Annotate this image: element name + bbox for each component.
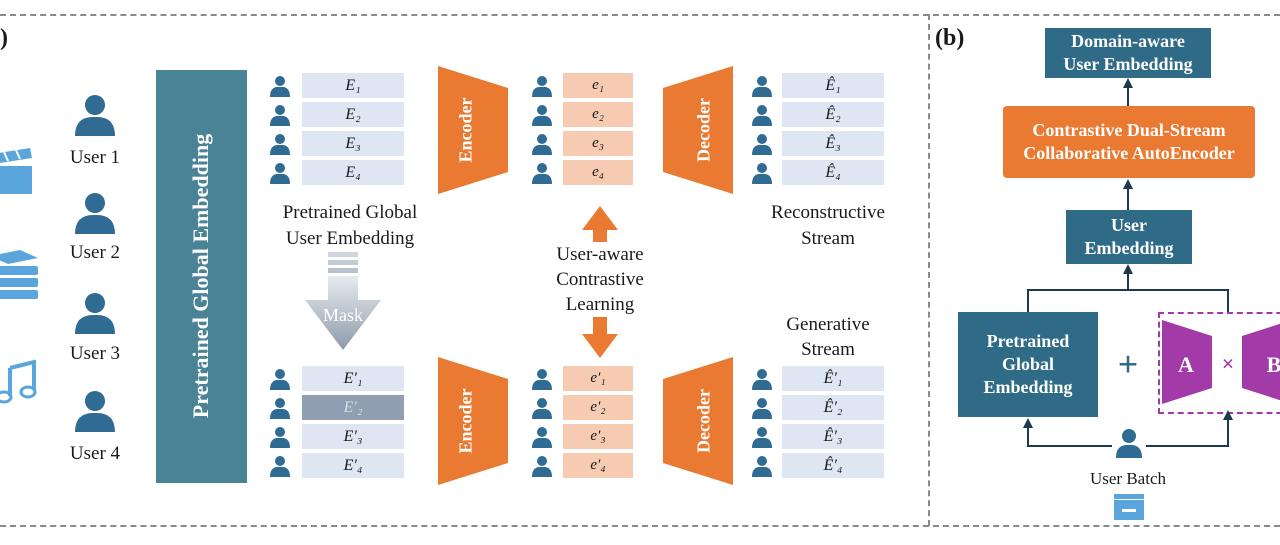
lora-times-sign: × — [1221, 351, 1235, 376]
generative-stream-label-2: Stream — [801, 339, 855, 360]
cdsc-autoencoder-box: Contrastive Dual-Stream Collaborative Au… — [1003, 106, 1255, 178]
latent-user-icon — [532, 104, 552, 126]
decoder-bottom-shape — [663, 357, 733, 485]
latent-prime-user-icon — [532, 455, 552, 477]
reconstruction-cell: Ê₁ — [782, 73, 884, 100]
clapperboard-icon — [0, 148, 32, 194]
user-batch-label: User Batch — [1089, 469, 1166, 488]
masked-embedding-user-icon — [270, 426, 290, 448]
global-embedding-cell: E₂ — [302, 102, 404, 129]
reconstruction-cell: Ê₄ — [782, 160, 884, 187]
global-embedding-user-icon — [270, 104, 290, 126]
latent-user-icon — [532, 162, 552, 184]
latent-prime-user-icon — [532, 426, 552, 448]
masked-embedding-user-icon — [270, 368, 290, 390]
masked-embedding-cell: E′₁ — [302, 366, 404, 393]
panel-divider — [928, 14, 930, 526]
books-icon — [0, 250, 38, 299]
latent-cell: e₃ — [563, 131, 633, 158]
reconstruction-prime-cell: Ê′₃ — [782, 424, 884, 451]
lora-dashed-box — [1158, 312, 1280, 414]
user-4-label: User 4 — [69, 443, 121, 464]
reconstruction-prime-user-icon — [752, 368, 772, 390]
mask-arrow — [305, 252, 381, 350]
user-3-label: User 3 — [69, 343, 121, 364]
global-embedding-caption-line2: User Embedding — [285, 228, 415, 249]
reconstruction-prime-user-icon — [752, 397, 772, 419]
decoder-top-shape — [663, 66, 733, 194]
reconstruction-prime-cell: Ê′₄ — [782, 453, 884, 480]
reconstruction-prime-user-icon — [752, 426, 772, 448]
global-embedding-cell: E₁ — [302, 73, 404, 100]
masked-embedding-user-icon — [270, 397, 290, 419]
global-embedding-user-icon — [270, 162, 290, 184]
masked-embedding-user-icon — [270, 455, 290, 477]
latent-prime-user-icon — [532, 397, 552, 419]
latent-cell: e₂ — [563, 102, 633, 129]
reconstruction-user-icon — [752, 104, 772, 126]
latent-prime-cell: e′₃ — [563, 424, 633, 451]
generative-stream-label-1: Generative — [786, 314, 870, 335]
mask-label: Mask — [323, 305, 363, 325]
global-embedding-user-icon — [270, 133, 290, 155]
reconstruction-prime-cell: Ê′₁ — [782, 366, 884, 393]
reconstruction-user-icon — [752, 162, 772, 184]
masked-embedding-cell: E′₃ — [302, 424, 404, 451]
reconstruction-prime-user-icon — [752, 455, 772, 477]
panel-b-label: (b) — [935, 25, 965, 51]
music-note-icon — [0, 359, 37, 404]
masked-embedding-cell: E′₄ — [302, 453, 404, 480]
reconstruction-cell: Ê₂ — [782, 102, 884, 129]
lora-b-shape — [1242, 323, 1280, 401]
user-2-icon — [75, 193, 115, 234]
global-embedding-user-icon — [270, 75, 290, 97]
contrastive-label-2: Contrastive — [520, 267, 680, 292]
user-embedding-box: User Embedding — [1066, 210, 1192, 264]
latent-cell: e₁ — [563, 73, 633, 100]
reconstruction-cell: Ê₃ — [782, 131, 884, 158]
contrastive-label-3: Learning — [520, 292, 680, 317]
latent-user-icon — [532, 133, 552, 155]
global-embedding-cell: E₄ — [302, 160, 404, 187]
latent-user-icon — [532, 75, 552, 97]
frame-top-border — [0, 14, 1280, 16]
frame-bottom-border — [0, 525, 1280, 527]
reconstruction-prime-cell: Ê′₂ — [782, 395, 884, 422]
lora-a-label: A — [1178, 352, 1194, 377]
encoder-bottom-shape — [438, 357, 508, 485]
latent-prime-cell: e′₄ — [563, 453, 633, 480]
user-batch-icon — [1116, 429, 1142, 458]
user-1-icon — [75, 95, 115, 136]
latent-prime-cell: e′₂ — [563, 395, 633, 422]
masked-embedding-cell: E′₂ — [302, 395, 404, 422]
clapperboard-small-icon — [1114, 494, 1144, 520]
pretrained-global-embedding-bar — [156, 70, 247, 483]
domain-aware-user-embedding-box: Domain-aware User Embedding — [1045, 28, 1211, 78]
pretrained-global-embedding-box: Pretrained Global Embedding — [958, 312, 1098, 417]
user-1-label: User 1 — [69, 147, 121, 168]
user-3-icon — [75, 293, 115, 334]
reconstructive-stream-label-2: Stream — [801, 228, 855, 249]
global-embedding-cell: E₃ — [302, 131, 404, 158]
encoder-top-shape — [438, 66, 508, 194]
user-2-label: User 2 — [69, 242, 121, 263]
lora-b-label: B — [1266, 352, 1280, 377]
reconstructive-stream-label-1: Reconstructive — [771, 202, 885, 223]
reconstruction-user-icon — [752, 75, 772, 97]
plus-sign: + — [1117, 344, 1139, 384]
panel-a-label: ) — [0, 25, 8, 51]
latent-prime-cell: e′₁ — [563, 366, 633, 393]
latent-cell: e₄ — [563, 160, 633, 187]
user-4-icon — [75, 391, 115, 432]
lora-a-shape — [1162, 320, 1212, 404]
global-embedding-caption-line1: Pretrained Global — [282, 202, 418, 223]
reconstruction-user-icon — [752, 133, 772, 155]
contrastive-label-1: User-aware — [520, 242, 680, 267]
latent-prime-user-icon — [532, 368, 552, 390]
